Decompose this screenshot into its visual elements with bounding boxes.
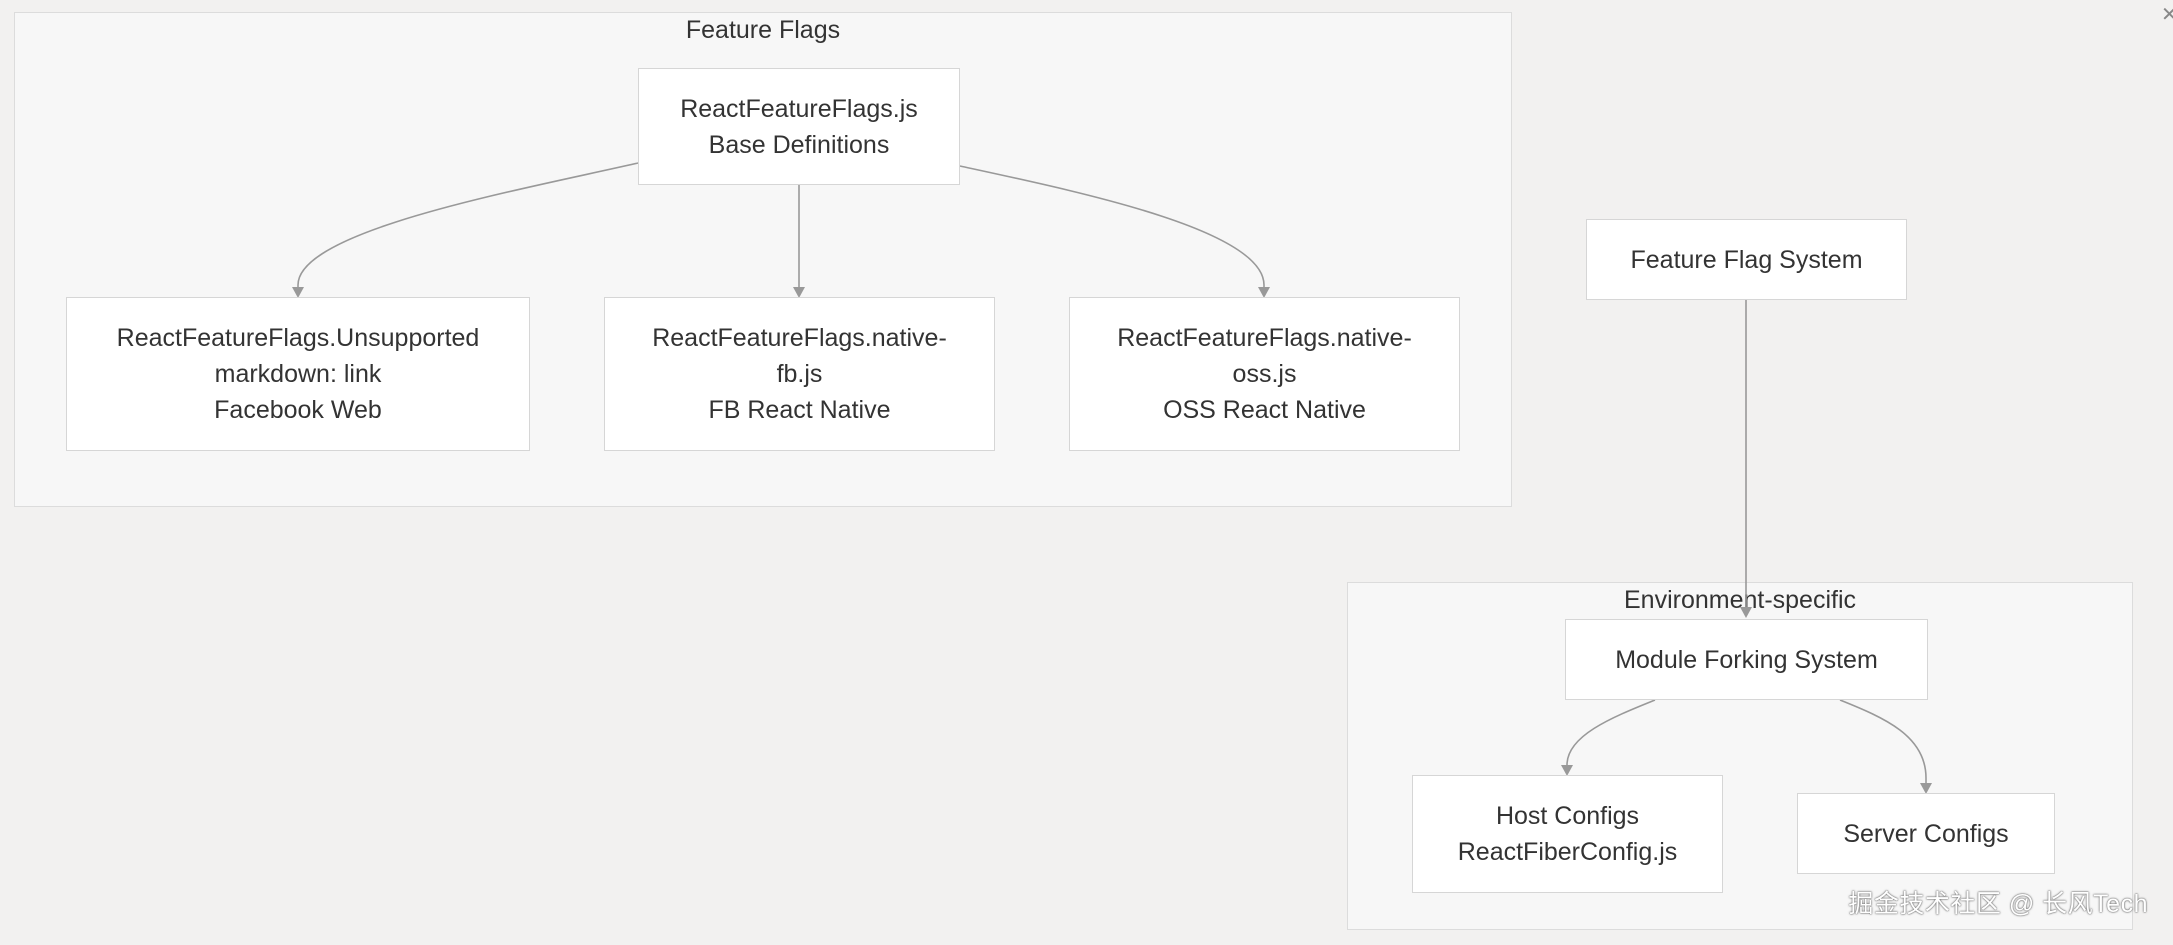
node-oss-react-native[interactable]: ReactFeatureFlags.native- oss.js OSS Rea… [1069,297,1460,451]
node-fb-react-native[interactable]: ReactFeatureFlags.native- fb.js FB React… [604,297,995,451]
node-module-forking-system[interactable]: Module Forking System [1565,619,1928,700]
node-native-fb-line-1: ReactFeatureFlags.native- [652,324,947,352]
node-react-feature-flags-base[interactable]: ReactFeatureFlags.js Base Definitions [638,68,960,185]
node-base-line-2: Base Definitions [708,130,890,159]
node-native-fb-line-2: fb.js [776,360,823,388]
watermark-text: 掘金技术社区 @ 长风Tech [1848,890,2148,918]
node-forking-line-1: Module Forking System [1615,645,1878,674]
node-native-oss-line-1: ReactFeatureFlags.native- [1117,324,1412,352]
node-facebook-web[interactable]: ReactFeatureFlags.Unsupported markdown: … [66,297,530,451]
node-system-line-1: Feature Flag System [1630,245,1863,274]
close-icon[interactable]: ✕ [2161,4,2173,26]
node-native-oss-line-3: OSS React Native [1163,396,1366,424]
node-native-oss-line-2: oss.js [1232,360,1297,388]
node-base-line-1: ReactFeatureFlags.js [680,94,918,123]
node-server-configs[interactable]: Server Configs [1797,793,2055,874]
node-host-line-2: ReactFiberConfig.js [1457,838,1678,866]
node-native-fb-line-3: FB React Native [708,396,891,424]
cluster-title-feature-flags: Feature Flags [685,16,841,44]
node-www-line-1: ReactFeatureFlags.Unsupported [116,324,480,352]
node-www-line-3: Facebook Web [214,396,382,424]
node-server-line-1: Server Configs [1843,819,2009,848]
node-www-line-2: markdown: link [214,360,382,388]
node-feature-flag-system[interactable]: Feature Flag System [1586,219,1907,300]
node-host-line-1: Host Configs [1495,802,1640,830]
node-host-configs[interactable]: Host Configs ReactFiberConfig.js [1412,775,1723,893]
cluster-title-environment-specific: Environment-specific [1623,586,1857,614]
